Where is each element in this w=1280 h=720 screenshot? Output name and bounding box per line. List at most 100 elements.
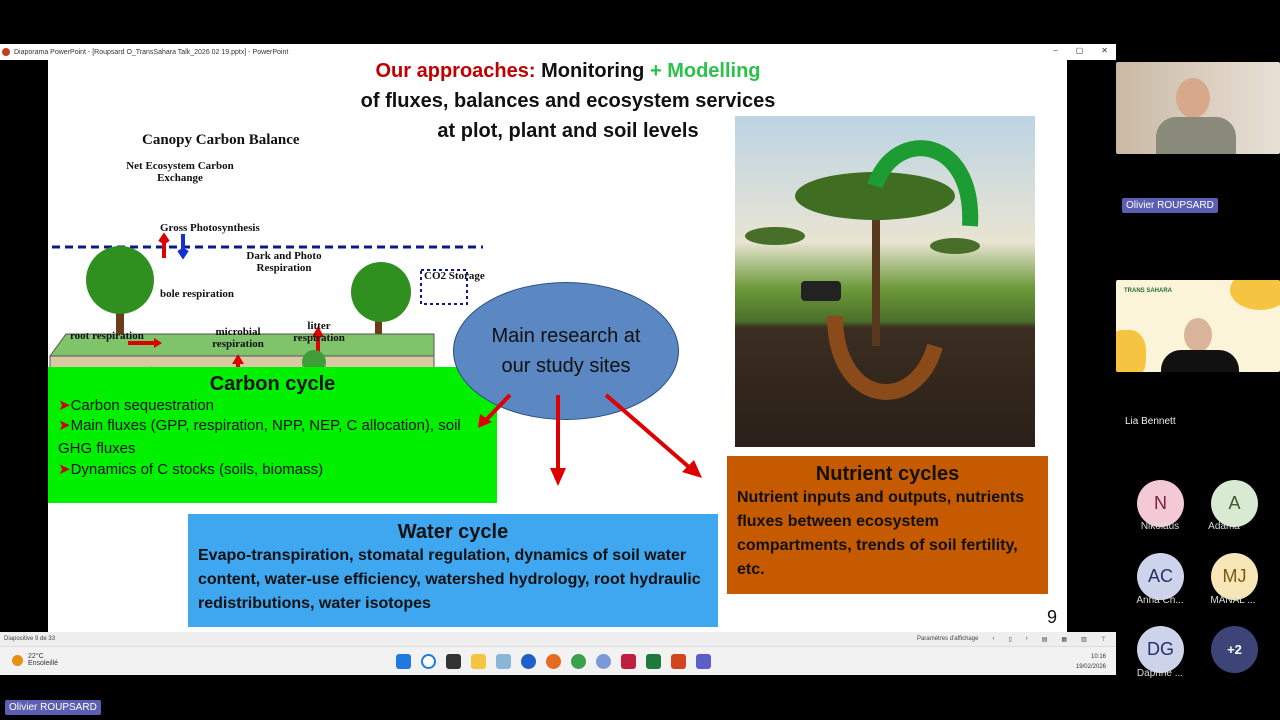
litter-respiration-label: litter respiration [293,320,345,344]
app-icon[interactable] [521,654,536,669]
main-research-label: Main research at our study sites [491,325,641,377]
close-button[interactable]: ✕ [1101,46,1108,55]
excel-icon[interactable] [646,654,661,669]
presenter-name-tag-bottom: Olivier ROUPSARD [5,700,101,715]
nutrient-cycles-title: Nutrient cycles [815,463,960,485]
title-red: Our approaches: [375,60,536,82]
person-face [1176,78,1210,118]
sorter-view-icon[interactable]: ▦ [1061,636,1068,643]
reading-view-icon[interactable]: ▥ [1081,636,1087,643]
nutrient-cycles-box: Nutrient cycles Nutrient inputs and outp… [727,456,1048,594]
normal-view-icon[interactable]: ▤ [1041,636,1048,643]
carbon-item: ➤Carbon sequestration [58,396,487,414]
prev-slide-icon[interactable]: ‹ [992,635,995,642]
next-slide-icon[interactable]: › [1025,635,1028,642]
trans-sahara-logo: TRANS SAHARA [1124,288,1172,294]
arrow-to-nutrient [682,460,702,478]
carbon-item: ➤Main fluxes (GPP, respiration, NPP, NEP… [58,414,487,460]
carbon-item: ➤Dynamics of C stocks (soils, biomass) [58,460,487,478]
carbon-item-text: Main fluxes (GPP, respiration, NPP, NEP,… [58,417,461,457]
slide: Our approaches: Monitoring + Modelling o… [48,60,1067,632]
time: 10:16 [1090,654,1106,660]
window-title: Diaporama PowerPoint - [Roupsard O_Trans… [14,48,289,56]
status-bar: Diapositive 9 de 33 Paramètres d'afficha… [0,632,1116,646]
respiration-label: Dark and Photo Respiration [246,250,322,274]
slide-number: 9 [1046,607,1057,627]
illustration-graphics [745,140,980,400]
slide-counter: Diapositive 9 de 33 [4,636,56,642]
person-body [1161,350,1239,372]
powerpoint-window: Diaporama PowerPoint - [Roupsard O_Trans… [0,44,1116,675]
carbon-cycle-title: Carbon cycle [209,373,336,395]
agroforestry-illustration [735,116,1035,447]
participant-avatar[interactable]: N [1137,480,1184,527]
canopy-carbon-diagram: Canopy Carbon Balance Net Ecosystem Carb… [48,130,508,370]
file-explorer-icon[interactable] [471,654,486,669]
participant-name: Adama [1208,521,1240,532]
temperature: 22°C [28,653,44,660]
sun-icon [12,654,23,666]
presenter-video [1116,62,1280,154]
bole-respiration-label: bole respiration [160,288,235,300]
firefox-icon[interactable] [546,654,561,669]
weather-text: Ensoleillé [28,660,58,667]
maximize-button[interactable]: ▢ [1075,46,1084,55]
root-respiration-label: root respiration [70,330,144,342]
participant-name: Anna Ch... [1136,595,1184,606]
teams-icon[interactable] [696,654,711,669]
windows-start-icon[interactable] [396,654,411,669]
decor-shape [1116,330,1146,372]
chrome-icon[interactable] [571,654,586,669]
mendeley-icon[interactable] [621,654,636,669]
diagram-graphics [49,232,483,370]
main-research-ellipse: Main research at our study sites [453,282,679,420]
snipping-tool-icon[interactable] [496,654,511,669]
arrow-bullet-icon: ➤ [58,397,71,414]
carbon-cycle-box: Carbon cycle ➤Carbon sequestration ➤Main… [48,367,497,503]
participant-avatar[interactable]: AC [1137,553,1184,600]
menu-icon[interactable]: ▯ [1008,636,1012,643]
more-participants-button[interactable]: +2 [1211,626,1258,673]
title-black: Monitoring [535,60,650,82]
title-green: + Modelling [649,60,761,82]
participant-avatar[interactable]: A [1211,480,1258,527]
taskbar-apps [396,654,711,669]
arrow-to-carbon [478,414,492,428]
task-view-icon[interactable] [446,654,461,669]
participant-name: Daphne ... [1136,668,1184,679]
participant-video: TRANS SAHARA [1116,280,1280,372]
participant-avatar[interactable]: MJ [1211,553,1258,600]
diagram-title: Canopy Carbon Balance [142,132,300,148]
minimize-button[interactable]: – [1053,46,1058,55]
arrow-to-water [550,468,566,486]
person-face [1184,318,1212,352]
presenter-name-tag: Olivier ROUPSARD [1122,198,1218,213]
decor-shape [1230,280,1280,310]
gross-photosynthesis-label: Gross Photosynthesis [160,222,260,234]
search-icon[interactable] [421,654,436,669]
display-settings-button[interactable]: Paramètres d'affichage [917,635,979,642]
water-cycle-box: Water cycle Evapo-transpiration, stomata… [188,514,718,627]
clock[interactable]: 10:16 19/02/2026 [1076,652,1106,672]
r-icon[interactable] [596,654,611,669]
carbon-item-text: Carbon sequestration [70,397,215,414]
slideshow-icon[interactable]: ⊤ [1100,636,1106,643]
water-cycle-title: Water cycle [397,521,509,543]
powerpoint-icon [2,48,10,56]
date: 19/02/2026 [1075,664,1106,670]
co2-storage-label: CO2 Storage [424,270,485,282]
nee-label: Net Ecosystem Carbon Exchange [126,160,234,184]
participant-name: MANAL ... [1210,595,1256,606]
meeting-sidebar: Olivier ROUPSARD TRANS SAHARA Lia Bennet… [1116,0,1280,720]
arrows [478,393,702,486]
arrow-bullet-icon: ➤ [58,461,71,478]
participant-name: Lia Bennett [1125,416,1176,427]
slide-title: Our approaches: Monitoring + Modelling [48,60,1067,83]
title-bar: Diaporama PowerPoint - [Roupsard O_Trans… [0,44,1116,60]
powerpoint-taskbar-icon[interactable] [671,654,686,669]
carbon-item-text: Dynamics of C stocks (soils, biomass) [70,461,324,478]
slide-subtitle-2: at plot, plant and soil levels [437,120,699,142]
participant-avatar[interactable]: DG [1137,626,1184,673]
